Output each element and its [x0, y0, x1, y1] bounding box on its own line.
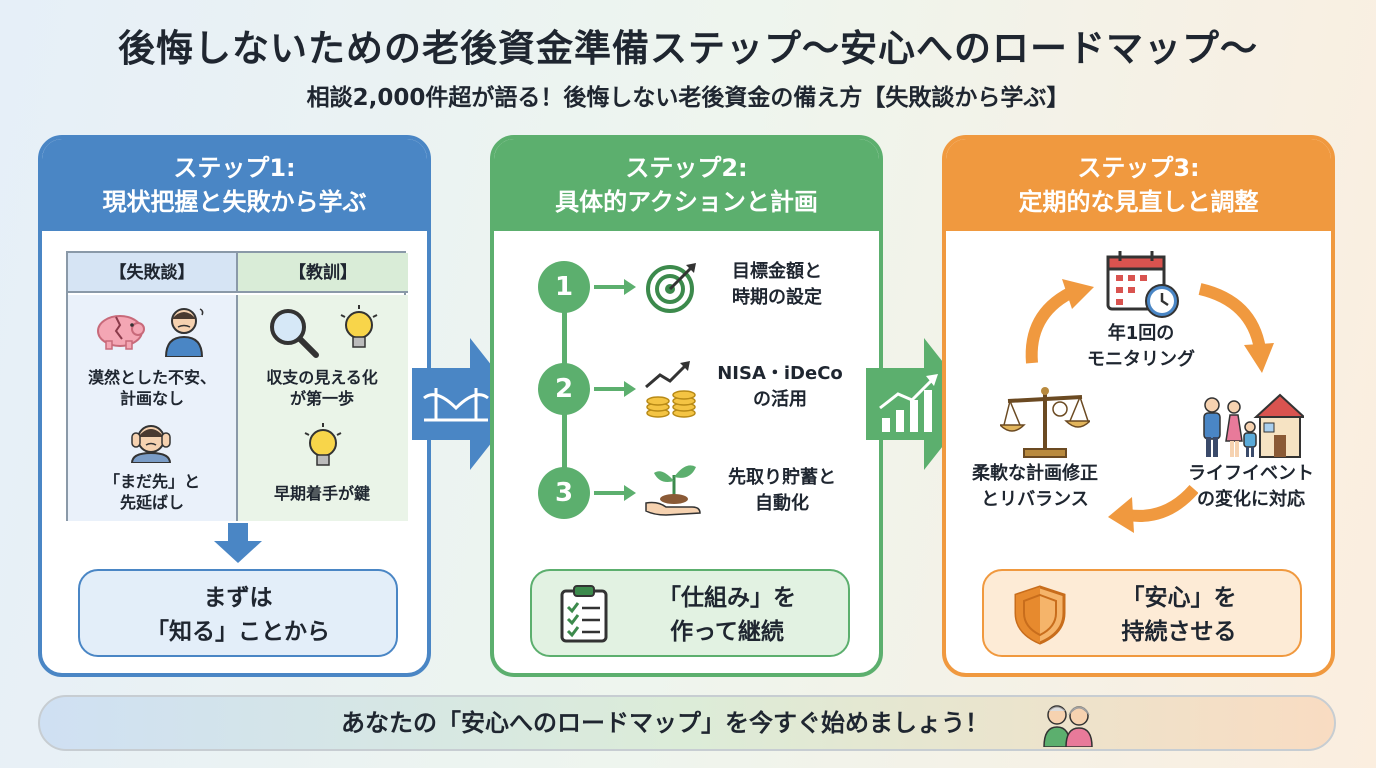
monitoring-text: 年1回の モニタリング	[1066, 321, 1216, 373]
step2-summary-line1: 「仕組み」を	[658, 585, 796, 611]
page-title: 後悔しないための老後資金準備ステップ〜安心へのロードマップ〜	[118, 27, 1258, 70]
step1-panel: ステップ1: 現状把握と失敗から学ぶ 【失敗談】 【教訓】	[38, 135, 431, 677]
step3-panel: ステップ3: 定期的な見直しと調整 年1回の モニタリング	[942, 135, 1335, 677]
failures-column: 漠然とした不安、 計画なし 「まだ先」と 先延ばし	[68, 295, 238, 521]
step2-item-3-line1: 先取り貯蓄と	[728, 467, 836, 488]
footer-banner: あなたの「安心へのロードマップ」を今すぐ始めましょう！	[38, 695, 1336, 751]
step2-panel: ステップ2: 具体的アクションと計画 1 目標金額と 時期の設定 2	[490, 135, 883, 677]
failures-header: 【失敗談】	[68, 253, 238, 293]
broken-piggy-bank-icon	[97, 315, 145, 350]
lesson-1-line2: が第一歩	[289, 389, 354, 408]
life-event-text: ライフイベント の変化に対応	[1168, 461, 1331, 513]
step2-heading-line2: 具体的アクションと計画	[555, 188, 818, 216]
failure-2-line2: 先延ばし	[119, 493, 184, 512]
step2-item-1-line2: 時期の設定	[732, 287, 822, 308]
step2-header: ステップ2: 具体的アクションと計画	[494, 139, 879, 231]
shield-icon	[1014, 585, 1066, 645]
family-house-icon	[1203, 393, 1304, 458]
lesson-2-text: 早期着手が鍵	[273, 484, 370, 503]
lesson-1-text: 収支の見える化 が第一歩	[238, 367, 406, 409]
clipboard-checklist-icon	[560, 585, 608, 643]
magnifier-icon	[270, 309, 319, 358]
cycle-arrow-up-icon	[1025, 279, 1094, 364]
failure-2-text: 「まだ先」と 先延ばし	[68, 471, 236, 513]
sprout-hand-icon	[645, 465, 701, 516]
step2-summary-text: 「仕組み」を 作って継続	[622, 581, 832, 649]
failure-1-text: 漠然とした不安、 計画なし	[68, 367, 236, 409]
step2-item-2-text: NISA・iDeCo の活用	[710, 361, 850, 413]
step2-number-2: 2	[538, 363, 590, 415]
step3-heading-line2: 定期的な見直しと調整	[1018, 188, 1259, 216]
failure-1-line2: 計画なし	[119, 389, 184, 408]
step3-heading-line1: ステップ3:	[1077, 154, 1200, 182]
monitoring-line2: モニタリング	[1087, 349, 1195, 370]
footer-text: あなたの「安心へのロードマップ」を今すぐ始めましょう！	[341, 709, 989, 737]
rebalance-text: 柔軟な計画修正 とリバランス	[950, 461, 1120, 513]
coins-growth-icon	[645, 361, 696, 418]
step1-header: ステップ1: 現状把握と失敗から学ぶ	[42, 139, 427, 231]
step3-summary-line1: 「安心」を	[1121, 585, 1237, 611]
step2-item-2-line1: NISA・iDeCo	[717, 363, 843, 384]
step3-summary-box: 「安心」を 持続させる	[982, 569, 1302, 657]
page-subtitle: 相談2,000件超が語る！後悔しない老後資金の備え方【失敗談から学ぶ】	[306, 85, 1070, 111]
cycle-arrow-left-icon	[1108, 484, 1198, 533]
step2-summary-box: 「仕組み」を 作って継続	[530, 569, 850, 657]
step2-item-3-line2: 自動化	[755, 493, 809, 514]
step2-number-1: 1	[538, 261, 590, 313]
lightbulb-icon	[340, 305, 378, 348]
step2-number-3: 3	[538, 467, 590, 519]
failure-1-line1: 漠然とした不安、	[87, 368, 216, 387]
life-event-line2: の変化に対応	[1197, 489, 1305, 510]
failure-lesson-table: 【失敗談】 【教訓】 漠然とした不安、 計画なし	[66, 251, 408, 521]
lesson-1-line1: 収支の見える化	[266, 368, 378, 387]
down-arrow-icon	[214, 523, 262, 563]
step1-summary-line2: 「知る」ことから	[146, 619, 330, 645]
lessons-column: 収支の見える化 が第一歩 早期着手が鍵	[238, 295, 408, 521]
rebalance-line1: 柔軟な計画修正	[972, 463, 1098, 484]
step3-summary-text: 「安心」を 持続させる	[1074, 581, 1284, 649]
elderly-couple-icon	[1043, 705, 1093, 747]
right-arrow-icon	[594, 381, 636, 397]
monitoring-line1: 年1回の	[1107, 323, 1175, 344]
step1-summary-box: まずは 「知る」ことから	[78, 569, 398, 657]
step2-item-3-text: 先取り貯蓄と 自動化	[712, 465, 852, 517]
failure-2-line1: 「まだ先」と	[103, 472, 200, 491]
step2-summary-line2: 作って継続	[670, 619, 784, 645]
cycle-arrow-down-icon	[1198, 283, 1274, 373]
step2-heading-line1: ステップ2:	[625, 154, 748, 182]
right-arrow-icon	[594, 279, 636, 295]
balance-scale-icon	[1000, 387, 1090, 458]
step1-heading-line2: 現状把握と失敗から学ぶ	[102, 188, 367, 216]
step3-summary-line2: 持続させる	[1121, 619, 1237, 645]
life-event-line1: ライフイベント	[1188, 463, 1314, 484]
worried-person-icon	[164, 308, 204, 357]
lessons-header: 【教訓】	[238, 253, 408, 293]
rebalance-line2: とリバランス	[981, 489, 1089, 510]
target-icon	[646, 263, 696, 313]
step1-heading-line1: ステップ1:	[173, 154, 296, 182]
step1-summary-line1: まずは	[203, 585, 273, 611]
step2-item-2-line2: の活用	[753, 389, 807, 410]
distressed-person-icon	[130, 425, 172, 463]
step2-item-1-line1: 目標金額と	[732, 261, 822, 282]
right-arrow-icon	[594, 485, 636, 501]
step3-header: ステップ3: 定期的な見直しと調整	[946, 139, 1331, 231]
step2-item-1-text: 目標金額と 時期の設定	[712, 259, 842, 311]
calendar-clock-icon	[1106, 251, 1179, 318]
lightbulb-icon	[304, 423, 342, 466]
